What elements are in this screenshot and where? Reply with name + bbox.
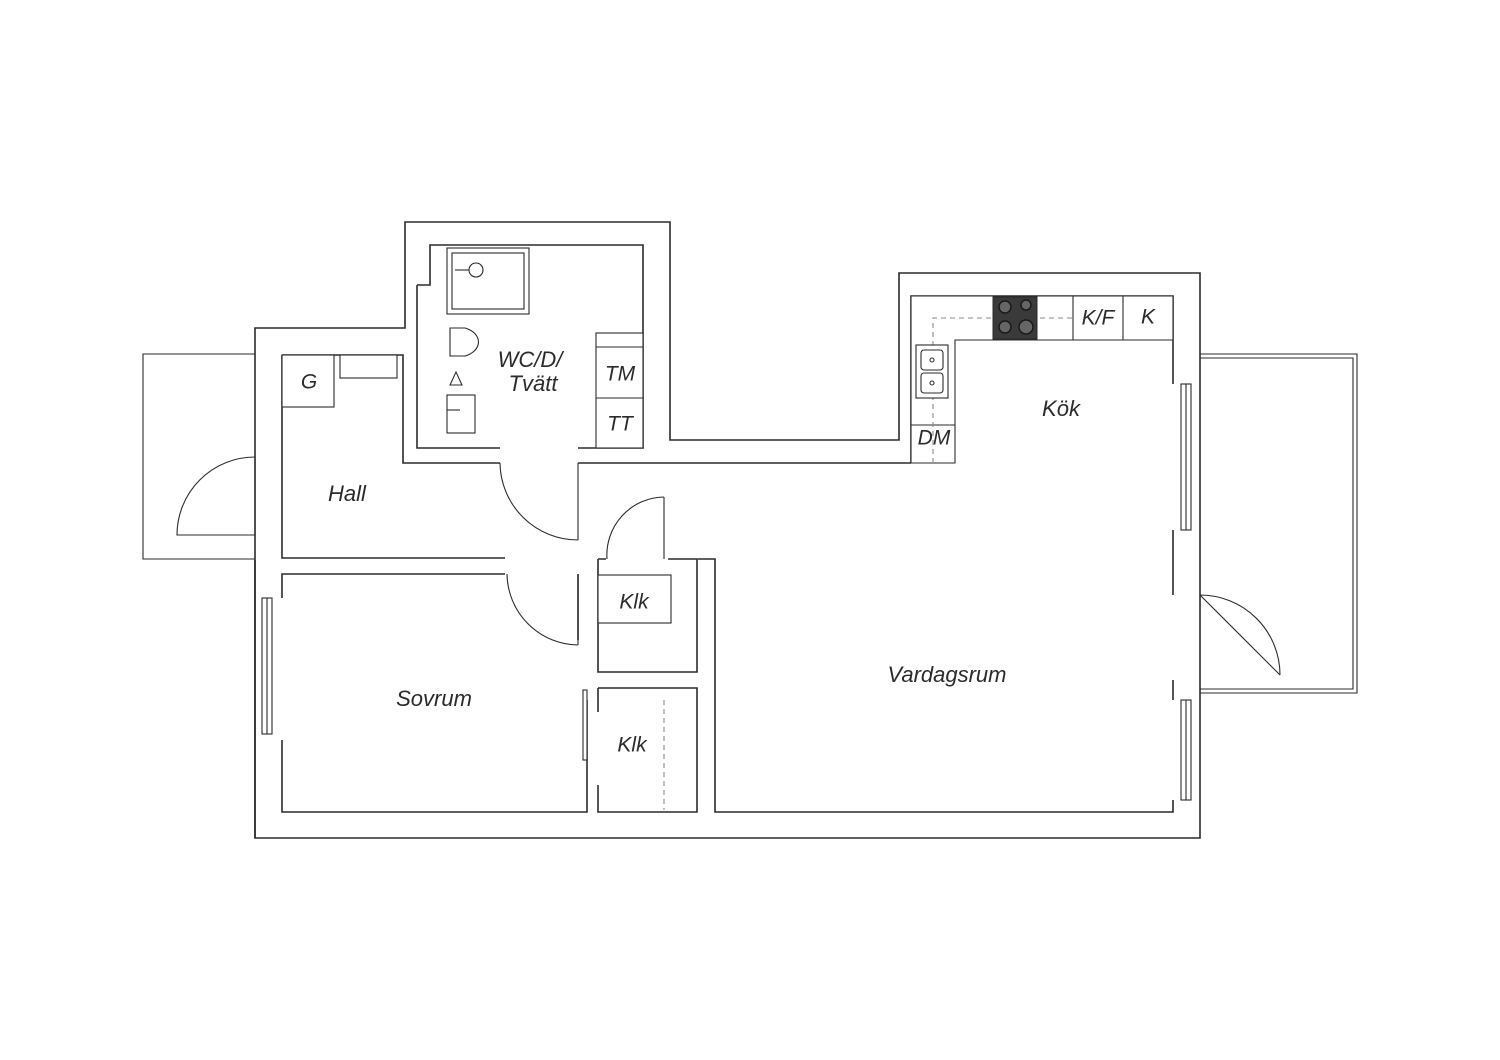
shower-icon	[446, 247, 530, 315]
label-dishwasher: DM	[918, 427, 951, 450]
label-washer: TM	[605, 363, 636, 386]
label-fridge: K	[1141, 306, 1156, 329]
stove-icon	[992, 296, 1038, 340]
label-living: Vardagsrum	[887, 662, 1006, 687]
sink-icon	[446, 370, 476, 434]
door-swing-icon	[176, 456, 1281, 761]
label-dryer: TT	[607, 413, 635, 436]
laundry-column	[595, 332, 644, 449]
kitchen-sink-icon	[915, 344, 949, 399]
hall-wall	[281, 355, 505, 559]
toilet-icon	[449, 327, 480, 357]
label-kitchen: Kök	[1042, 396, 1081, 421]
hall-shelf	[339, 354, 398, 379]
balcony	[1200, 353, 1358, 694]
window-icon	[261, 383, 1192, 801]
wardrobe	[281, 354, 335, 408]
label-hall: Hall	[328, 481, 367, 506]
label-wardrobe: G	[301, 371, 317, 394]
label-wc-line2: Tvätt	[509, 371, 559, 396]
closet-shelf-upper	[597, 574, 672, 624]
label-closet-lower: Klk	[617, 734, 648, 757]
entrance-porch	[142, 353, 255, 560]
label-wc-line1: WC/D/	[498, 347, 565, 372]
label-closet-upper: Klk	[619, 591, 650, 614]
living-right-wall	[698, 530, 1174, 813]
outer-wall	[254, 221, 1201, 839]
closet-walls	[597, 558, 698, 813]
label-fridge-freezer: K/F	[1082, 307, 1116, 330]
label-bedroom: Sovrum	[396, 686, 472, 711]
